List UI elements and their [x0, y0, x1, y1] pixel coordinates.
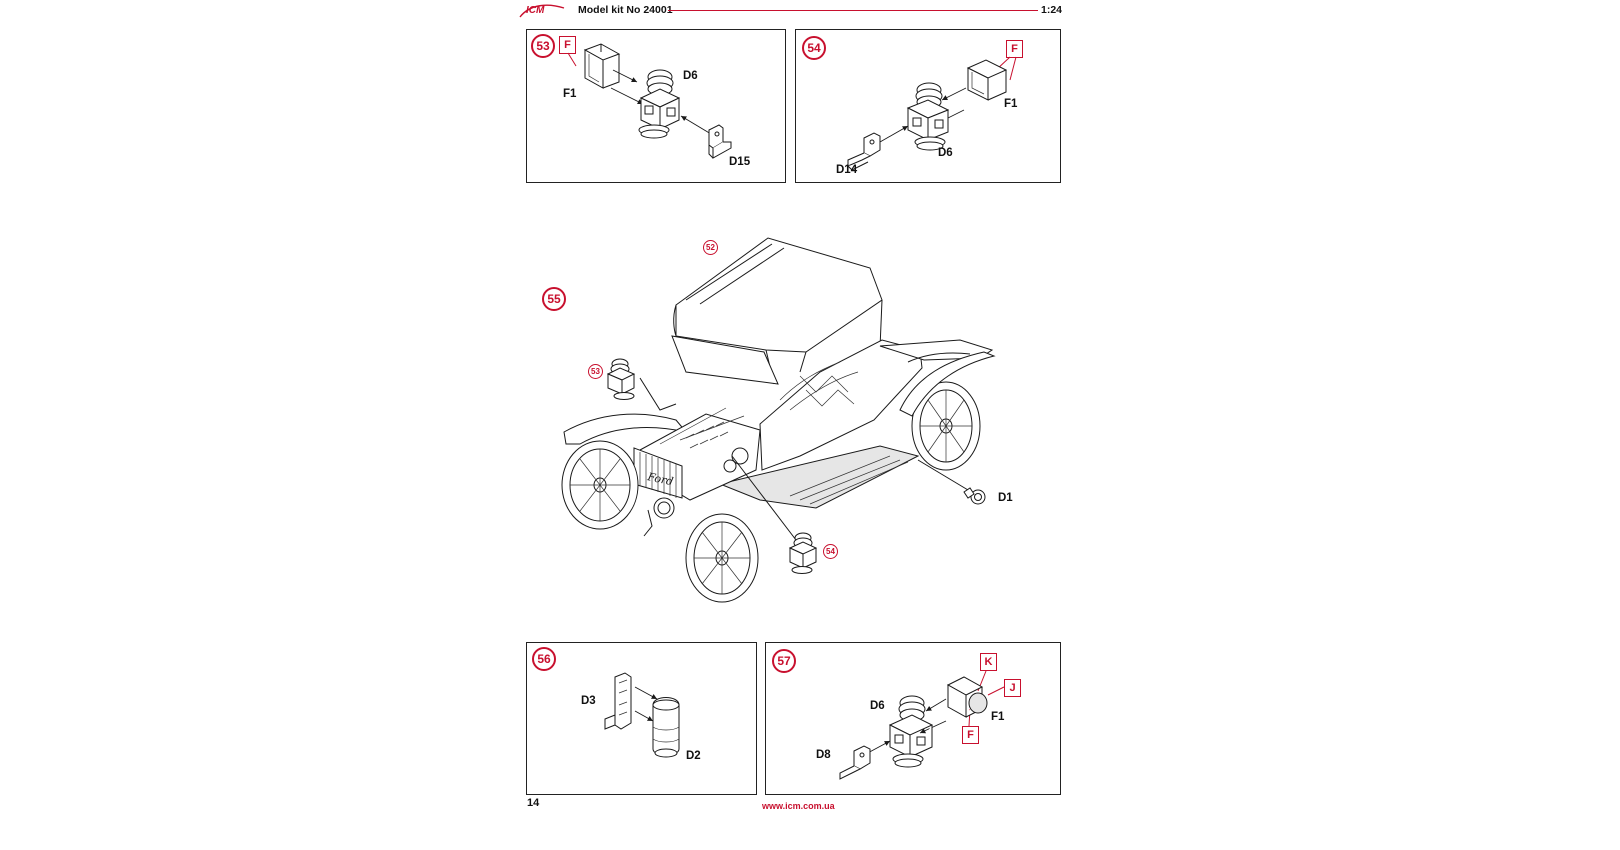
front-left-wheel	[561, 440, 639, 530]
step-56-illustration	[604, 672, 680, 758]
f1-bracket-part	[583, 43, 621, 89]
d6-lamp-part	[638, 69, 681, 139]
page-number: 14	[527, 797, 540, 809]
step-56-panel: 56 D3 D2	[526, 642, 757, 795]
rear-wheel	[911, 381, 981, 471]
front-right-wheel	[685, 513, 759, 603]
sprue-j-tag: J	[1004, 679, 1021, 697]
ref-step-52: 52	[703, 240, 718, 255]
d1-part	[963, 487, 986, 505]
step-53-illustration	[567, 43, 732, 159]
step-53-panel: 53 F	[526, 29, 786, 183]
model-kit-number: Model kit No 24001	[578, 4, 673, 16]
header-rule	[668, 10, 1038, 11]
website-link[interactable]: www.icm.com.ua	[762, 801, 835, 811]
step-54-panel: 54 F	[795, 29, 1061, 183]
lamp-53-part	[606, 358, 636, 400]
car-body: Ford	[563, 339, 994, 537]
d2-part	[652, 697, 680, 758]
sprue-k-tag: K	[980, 653, 997, 671]
part-d6-label: D6	[938, 147, 953, 159]
sprue-f-tag: F	[559, 36, 576, 54]
svg-text:Ford: Ford	[645, 470, 674, 488]
step-53-number: 53	[531, 34, 555, 58]
d15-clip-part	[708, 124, 732, 159]
icm-logo: ICM	[519, 4, 565, 18]
step-55-number: 55	[542, 287, 566, 311]
part-d2-label: D2	[686, 750, 701, 762]
part-f1-label: F1	[563, 88, 577, 100]
part-d6-label: D6	[683, 70, 698, 82]
scale-label: 1:24	[1041, 4, 1063, 16]
part-d14-label: D14	[836, 164, 858, 176]
part-f1-label: F1	[1004, 98, 1018, 110]
d3-part	[604, 672, 632, 730]
f1-bracket-part	[946, 676, 988, 718]
d14-clip-part	[847, 132, 881, 171]
f1-bracket-part	[966, 59, 1008, 101]
part-d15-label: D15	[729, 156, 751, 168]
step-57-illustration	[839, 670, 1005, 780]
d6-lamp-part	[888, 695, 934, 768]
step-57-number: 57	[772, 649, 796, 673]
part-d8-label: D8	[816, 749, 831, 761]
svg-text:ICM: ICM	[526, 5, 545, 16]
part-d6-label: D6	[870, 700, 885, 712]
car-top	[671, 237, 883, 385]
ref-step-53: 53	[588, 364, 603, 379]
d8-clip-part	[839, 745, 871, 780]
step-54-number: 54	[802, 36, 826, 60]
d6-lamp-part	[906, 82, 950, 151]
sprue-f-tag: F	[962, 726, 979, 744]
ref-step-54: 54	[823, 544, 838, 559]
step-57-panel: 57 K J F	[765, 642, 1061, 795]
step-54-illustration	[847, 56, 1017, 171]
part-d1-label: D1	[998, 492, 1013, 504]
sprue-f-tag: F	[1006, 40, 1023, 58]
part-f1-label: F1	[991, 711, 1005, 723]
lamp-54-part	[788, 532, 818, 574]
step-56-number: 56	[532, 647, 556, 671]
part-d3-label: D3	[581, 695, 596, 707]
